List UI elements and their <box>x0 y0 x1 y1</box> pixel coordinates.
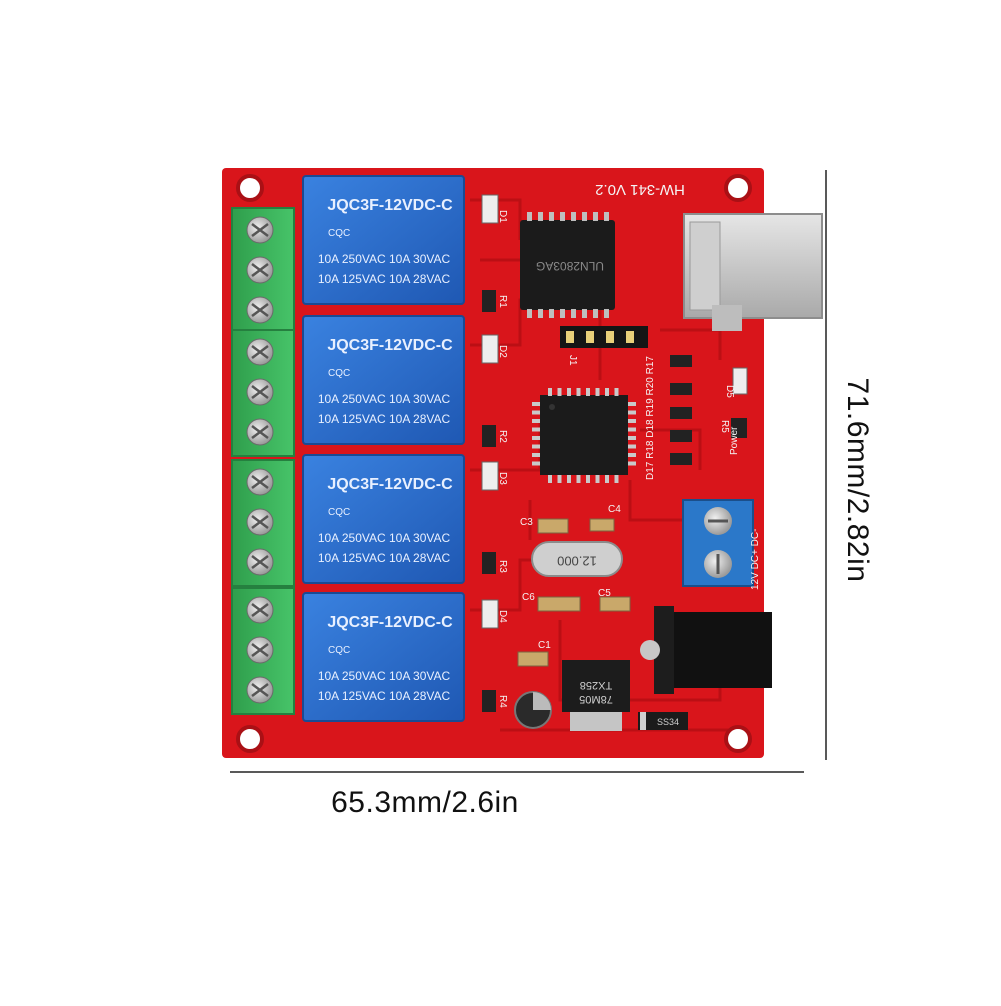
smd-capacitors <box>517 518 631 667</box>
relay-cert-label: CQC <box>328 645 350 656</box>
screw-terminal-icon <box>231 587 295 715</box>
dc-screw-terminal <box>682 499 754 587</box>
relay-icon: JQC3F-12VDC-C CQC 10A 250VAC 10A 30VAC 10A … <box>302 315 465 445</box>
relay-rating-line-1: 10A 250VAC 10A 30VAC <box>318 252 451 266</box>
regulator-label-line-1: TX258 <box>580 679 612 691</box>
dc-barrel-jack-icon <box>640 606 772 694</box>
screw-terminal-icon <box>231 459 295 587</box>
mounting-holes <box>236 174 752 753</box>
j1-pin-header <box>560 326 648 348</box>
capacitor-ref-label: C5 <box>598 588 611 599</box>
screw-terminal-icon <box>231 329 295 457</box>
resistor-ref-label: R3 <box>497 560 508 573</box>
smd-resistors <box>481 194 748 712</box>
mounting-hole-icon <box>724 174 752 202</box>
relay-model-label: JQC3F-12VDC-C <box>327 614 453 631</box>
mounting-hole-icon <box>236 725 264 753</box>
relay-icon: JQC3F-12VDC-C CQC 10A 250VAC 10A 30VAC 10A … <box>302 175 465 305</box>
power-label: Power <box>729 426 740 455</box>
led-ref-labels: D17 R18 D18 R19 R20 R17 <box>645 356 656 480</box>
header-ref-label: J1 <box>567 355 578 366</box>
driver-ic-label: ULN2803AG <box>536 259 604 273</box>
capacitor-ref-label: C6 <box>522 592 535 603</box>
crystal-oscillator: 12.000 <box>531 541 623 577</box>
relay-model-label: JQC3F-12VDC-C <box>327 197 453 214</box>
resistor-ref-label: R4 <box>497 695 508 708</box>
mounting-hole-icon <box>724 725 752 753</box>
crystal-label: 12.000 <box>557 554 597 569</box>
capacitor-ref-label: C4 <box>608 504 621 515</box>
electrolytic-capacitor <box>514 691 552 729</box>
diode-label: SS34 <box>657 717 679 727</box>
diode-ref-label: D3 <box>497 472 508 485</box>
width-dimension-label: 65.3mm/2.6in <box>331 786 519 819</box>
usb-b-connector-icon <box>683 213 823 331</box>
relay-rating-line-1: 10A 250VAC 10A 30VAC <box>318 531 451 545</box>
capacitor-ref-label: C1 <box>538 640 551 651</box>
relay-model-label: JQC3F-12VDC-C <box>327 476 453 493</box>
diode-ref-label: D4 <box>497 610 508 623</box>
driver-ic: ULN2803AG <box>520 212 615 318</box>
screw-terminal-blocks <box>231 207 295 715</box>
relay-cert-label: CQC <box>328 228 350 239</box>
resistor-ref-label: R1 <box>497 295 508 308</box>
relay-rating-line-1: 10A 250VAC 10A 30VAC <box>318 392 451 406</box>
relay-modules: JQC3F-12VDC-C CQC 10A 250VAC 10A 30VAC 10A … <box>302 175 465 722</box>
resistor-ref-label: R5 <box>719 420 730 433</box>
height-dimension-label: 71.6mm/2.82in <box>841 377 874 583</box>
relay-rating-line-2: 10A 125VAC 10A 28VAC <box>318 689 451 703</box>
diode-ref-label: D2 <box>497 345 508 358</box>
resistor-ref-label: R2 <box>497 430 508 443</box>
relay-icon: JQC3F-12VDC-C CQC 10A 250VAC 10A 30VAC 10A … <box>302 592 465 722</box>
voltage-regulator: TX258 78M05 <box>562 660 630 731</box>
relay-rating-line-2: 10A 125VAC 10A 28VAC <box>318 551 451 565</box>
relay-rating-line-1: 10A 250VAC 10A 30VAC <box>318 669 451 683</box>
diode-ref-label: D5 <box>724 385 735 398</box>
relay-icon: JQC3F-12VDC-C CQC 10A 250VAC 10A 30VAC 10A … <box>302 454 465 584</box>
regulator-label-line-2: 78M05 <box>579 693 613 705</box>
relay-cert-label: CQC <box>328 507 350 518</box>
ss34-diode: SS34 <box>638 712 688 730</box>
relay-model-label: JQC3F-12VDC-C <box>327 337 453 354</box>
mounting-hole-icon <box>236 174 264 202</box>
diode-ref-label: D1 <box>497 210 508 223</box>
relay-cert-label: CQC <box>328 368 350 379</box>
microcontroller-chip <box>532 388 636 483</box>
screw-terminal-icon <box>231 207 295 335</box>
relay-rating-line-2: 10A 125VAC 10A 28VAC <box>318 412 451 426</box>
capacitor-ref-label: C3 <box>520 517 533 528</box>
relay-rating-line-2: 10A 125VAC 10A 28VAC <box>318 272 451 286</box>
dc-terminal-label: 12V DC+ DC- <box>750 529 761 590</box>
board-model-label: HW-341 V0.2 <box>595 181 685 198</box>
